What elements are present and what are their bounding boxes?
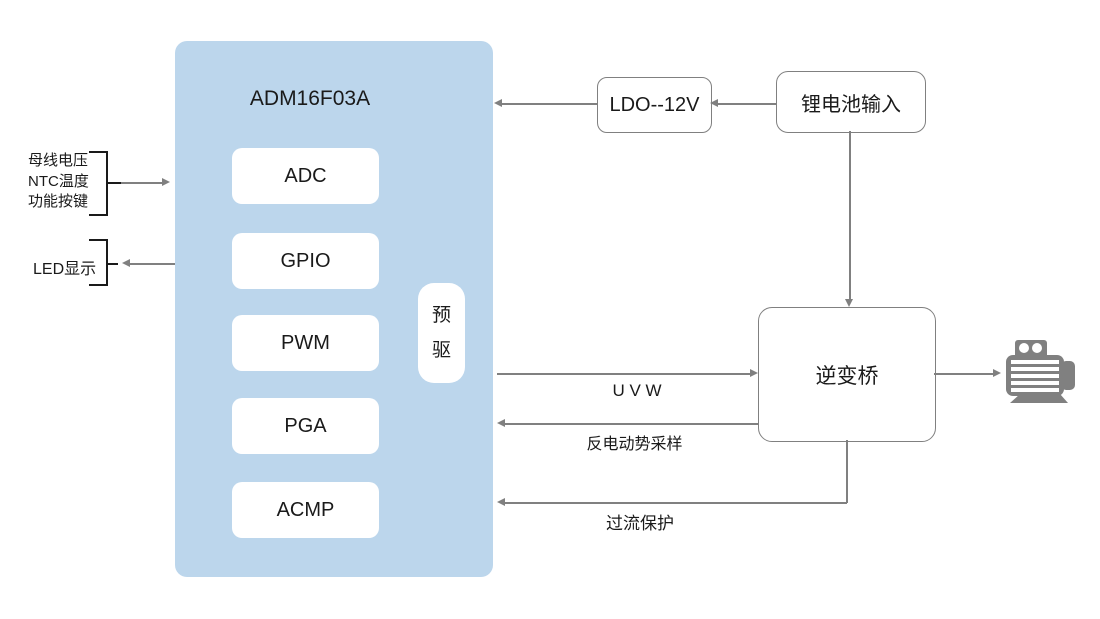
chip-title: ADM16F03A [249, 87, 371, 110]
battery-to-ldo-arrowhead [710, 99, 718, 107]
led-display-label: LED显示 [33, 261, 97, 278]
led-arrow-line [130, 263, 175, 265]
led-bracket-top [89, 239, 108, 241]
input-bracket-bottom [89, 214, 108, 216]
uvw-line [497, 373, 751, 375]
bemf-line [504, 423, 758, 425]
led-arrowhead [122, 259, 130, 267]
inverter-bridge-box: 逆变桥 [758, 307, 936, 442]
left-input-labels: 母线电压 NTC温度 功能按键 [28, 151, 108, 213]
input-bracket-stub [106, 182, 122, 184]
ocp-label: 过流保护 [606, 514, 674, 533]
battery-to-ldo-line [717, 103, 776, 105]
ldo-to-chip-line [501, 103, 597, 105]
input-bracket-top [89, 151, 108, 153]
inverter-to-motor-arrowhead [993, 369, 1001, 377]
motor-icon [1006, 340, 1075, 403]
battery-to-inverter-line [849, 131, 851, 300]
uvw-arrowhead [750, 369, 758, 377]
ldo-to-chip-arrowhead [494, 99, 502, 107]
battery-to-inverter-arrowhead [845, 299, 853, 307]
ocp-vertical-line [846, 440, 848, 503]
uvw-label: U V W [612, 381, 662, 400]
chip-block-adc: ADC [232, 148, 379, 204]
chip-block-gpio: GPIO [232, 233, 379, 289]
predriver-label: 预驱 [431, 304, 451, 361]
mcu-chip-box: ADM16F03A ADC GPIO PWM PGA ACMP 预驱 [175, 41, 493, 577]
ldo-box: LDO--12V [597, 77, 712, 133]
inverter-to-motor-line [934, 373, 996, 375]
chip-block-acmp: ACMP [232, 482, 379, 538]
input-label-func-keys: 功能按键 [28, 193, 89, 210]
chip-block-pga: PGA [232, 398, 379, 454]
bemf-label: 反电动势采样 [586, 436, 683, 453]
ocp-line [504, 502, 847, 504]
led-bracket-bottom [89, 284, 108, 286]
led-bracket-stub [106, 263, 118, 265]
chip-block-predriver: 预驱 [418, 283, 465, 383]
ocp-arrowhead [497, 498, 505, 506]
input-arrow-line [121, 182, 163, 184]
led-bracket [106, 239, 108, 286]
input-label-bus-voltage: 母线电压 [28, 152, 89, 169]
input-arrowhead [162, 178, 170, 186]
chip-block-pwm: PWM [232, 315, 379, 371]
bemf-arrowhead [497, 419, 505, 427]
input-label-ntc-temp: NTC温度 [28, 172, 89, 190]
battery-input-box: 锂电池输入 [776, 71, 926, 133]
